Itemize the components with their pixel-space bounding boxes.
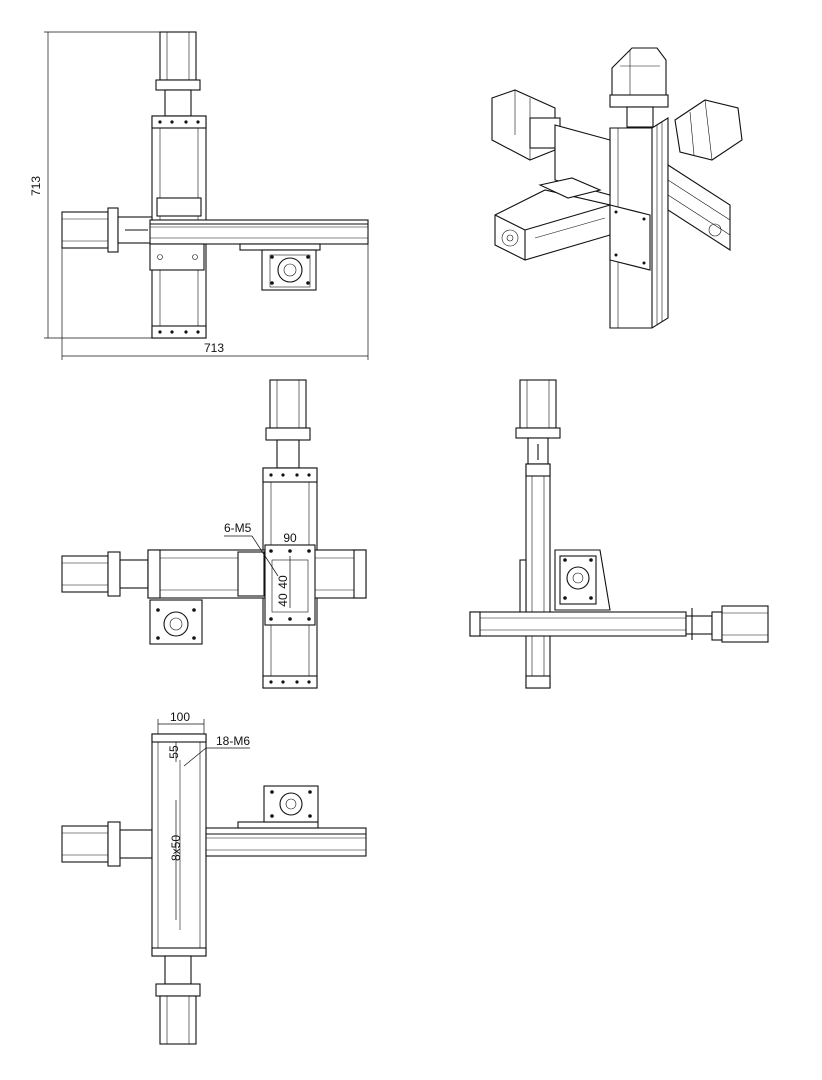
bottom-view: 100 18-M6 55 8x50 xyxy=(61,710,367,1045)
dim-55-label: 55 xyxy=(167,745,181,759)
front-view-middle-left: 6-M5 90 40 40 xyxy=(61,379,367,689)
iso-z-carriage xyxy=(609,204,651,271)
hole-spec-6m5: 6-M5 xyxy=(224,521,252,535)
side-horizontal-rail xyxy=(469,611,687,637)
bottom-horizontal-rail xyxy=(205,827,367,857)
dim-height-label: 713 xyxy=(29,176,43,196)
plan-view-top-left: 713 713 xyxy=(29,31,369,360)
side-vertical-column xyxy=(525,463,551,689)
y-motor-flange xyxy=(155,79,201,91)
bottom-left-motor xyxy=(61,825,109,863)
y-coupler xyxy=(164,89,192,117)
front-top-motor xyxy=(269,379,307,429)
dim-90-label: 90 xyxy=(283,531,297,545)
dim-40-b-label: 40 xyxy=(276,593,290,607)
iso-right-rail xyxy=(667,163,731,252)
dim-100-label: 100 xyxy=(170,710,190,724)
hole-spec-18m6: 18-M6 xyxy=(216,734,250,748)
x-motor-body xyxy=(61,211,109,249)
iso-top-motor xyxy=(611,47,667,96)
dim-pitch-label: 8x50 xyxy=(169,835,183,861)
y-motor-body xyxy=(159,31,197,81)
side-right-motor xyxy=(721,605,769,643)
side-view-middle-right xyxy=(469,379,769,689)
side-top-motor xyxy=(519,379,557,429)
bottom-motor xyxy=(159,995,197,1045)
y-carriage xyxy=(156,197,202,217)
front-left-motor xyxy=(61,555,109,593)
isometric-view xyxy=(491,47,743,329)
dim-40-a-label: 40 xyxy=(276,575,290,589)
dim-width-label: 713 xyxy=(204,341,224,355)
iso-left-rail xyxy=(494,189,611,261)
